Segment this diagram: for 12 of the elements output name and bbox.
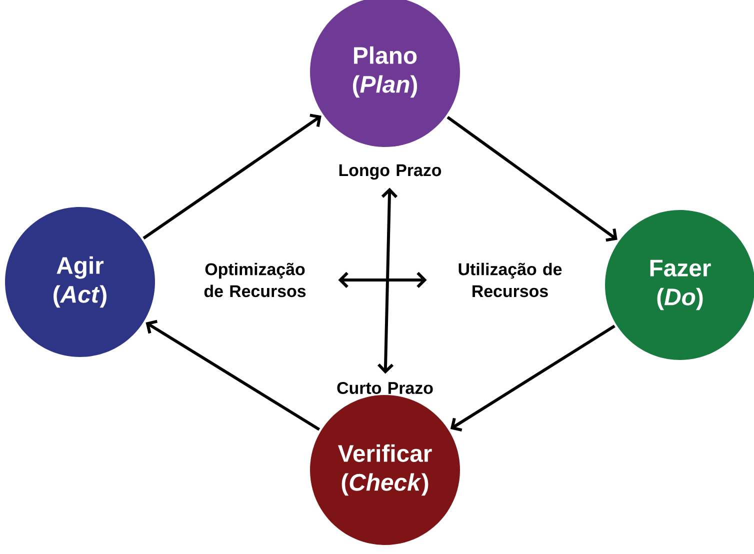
circle-node: Agir (Act): [5, 206, 155, 357]
text-label: Longo Prazo: [339, 164, 442, 180]
arrow: [142, 114, 322, 240]
arrow: [146, 320, 320, 431]
text-label: Optimização de Recursos: [204, 262, 306, 298]
arrow: [450, 324, 616, 432]
arrow: [377, 188, 398, 374]
circle-node: Verificar (Check): [310, 394, 460, 545]
text-label: Curto Prazo: [337, 382, 433, 394]
arrow: [338, 272, 427, 288]
arrow: [446, 116, 618, 242]
text-label: Utilização de Recursos: [458, 262, 562, 298]
